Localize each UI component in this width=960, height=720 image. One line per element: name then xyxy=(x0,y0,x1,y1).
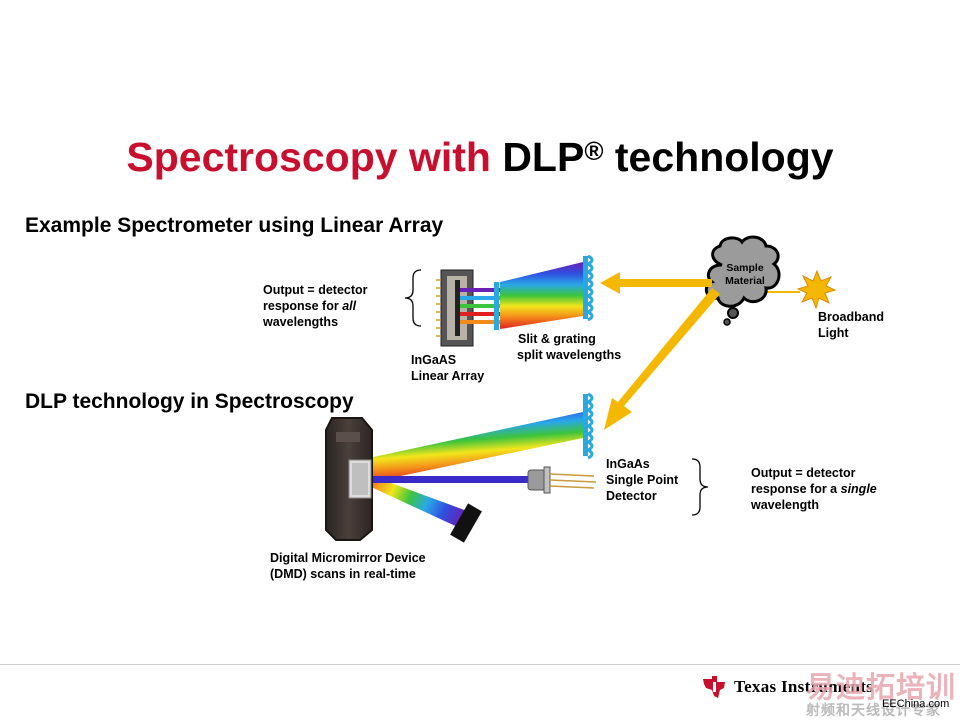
array-wavelength-lines xyxy=(460,288,500,324)
footer-divider xyxy=(0,664,960,665)
top-grating-icon xyxy=(583,254,594,322)
output-single-label: Output = detector response for a single … xyxy=(751,466,877,512)
watermark-site: EEChina.com xyxy=(882,698,950,710)
title-red-part: Spectroscopy with xyxy=(126,134,503,180)
ti-logo: Texas Instruments xyxy=(700,674,873,700)
dispersed-spectrum-to-dmd xyxy=(350,412,583,482)
beam-to-bottom-grating xyxy=(604,288,720,430)
dmd-label: Digital Micromirror Device (DMD) scans i… xyxy=(270,551,426,581)
brace-top xyxy=(404,269,422,327)
section-heading-linear-array: Example Spectrometer using Linear Array xyxy=(25,214,444,237)
registered-mark: ® xyxy=(584,136,604,166)
watermark-cn-title: 易迪拓培训 xyxy=(806,672,957,704)
watermark-cn-subtitle: 射频和天线设计专家 xyxy=(806,702,941,718)
sample-material-label: Sample Material xyxy=(725,262,765,287)
dispersed-spectrum-to-absorber xyxy=(356,476,478,530)
beam-to-top-grating xyxy=(600,272,712,294)
brace-bottom xyxy=(691,458,709,516)
section-heading-dlp: DLP technology in Spectroscopy xyxy=(25,390,354,413)
light-absorber xyxy=(450,503,482,543)
slide-title: Spectroscopy with DLP® technology xyxy=(0,134,960,181)
title-technology: technology xyxy=(603,134,834,180)
ingaas-linear-array-label: InGaAS Linear Array xyxy=(411,353,485,383)
bottom-grating-icon xyxy=(583,392,594,460)
single-point-detector-label: InGaAs Single Point Detector xyxy=(606,457,679,503)
ti-state-icon xyxy=(703,676,725,698)
ti-brand-text: Texas Instruments xyxy=(734,677,874,696)
output-all-label: Output = detector response for all wavel… xyxy=(263,283,368,329)
single-point-detector-icon xyxy=(527,466,597,494)
title-dlp: DLP xyxy=(502,134,585,180)
broadband-light-label: Broadband Light xyxy=(818,310,884,340)
broadband-light-star-icon xyxy=(796,269,837,310)
dispersed-spectrum-top xyxy=(500,262,583,329)
slit-grating-label: Slit & grating split wavelengths xyxy=(517,332,622,362)
dmd-chip-icon xyxy=(325,417,373,541)
slit-icon xyxy=(494,282,499,330)
sample-material-cloud-icon xyxy=(704,235,781,326)
selected-wavelength-beam xyxy=(368,476,530,483)
